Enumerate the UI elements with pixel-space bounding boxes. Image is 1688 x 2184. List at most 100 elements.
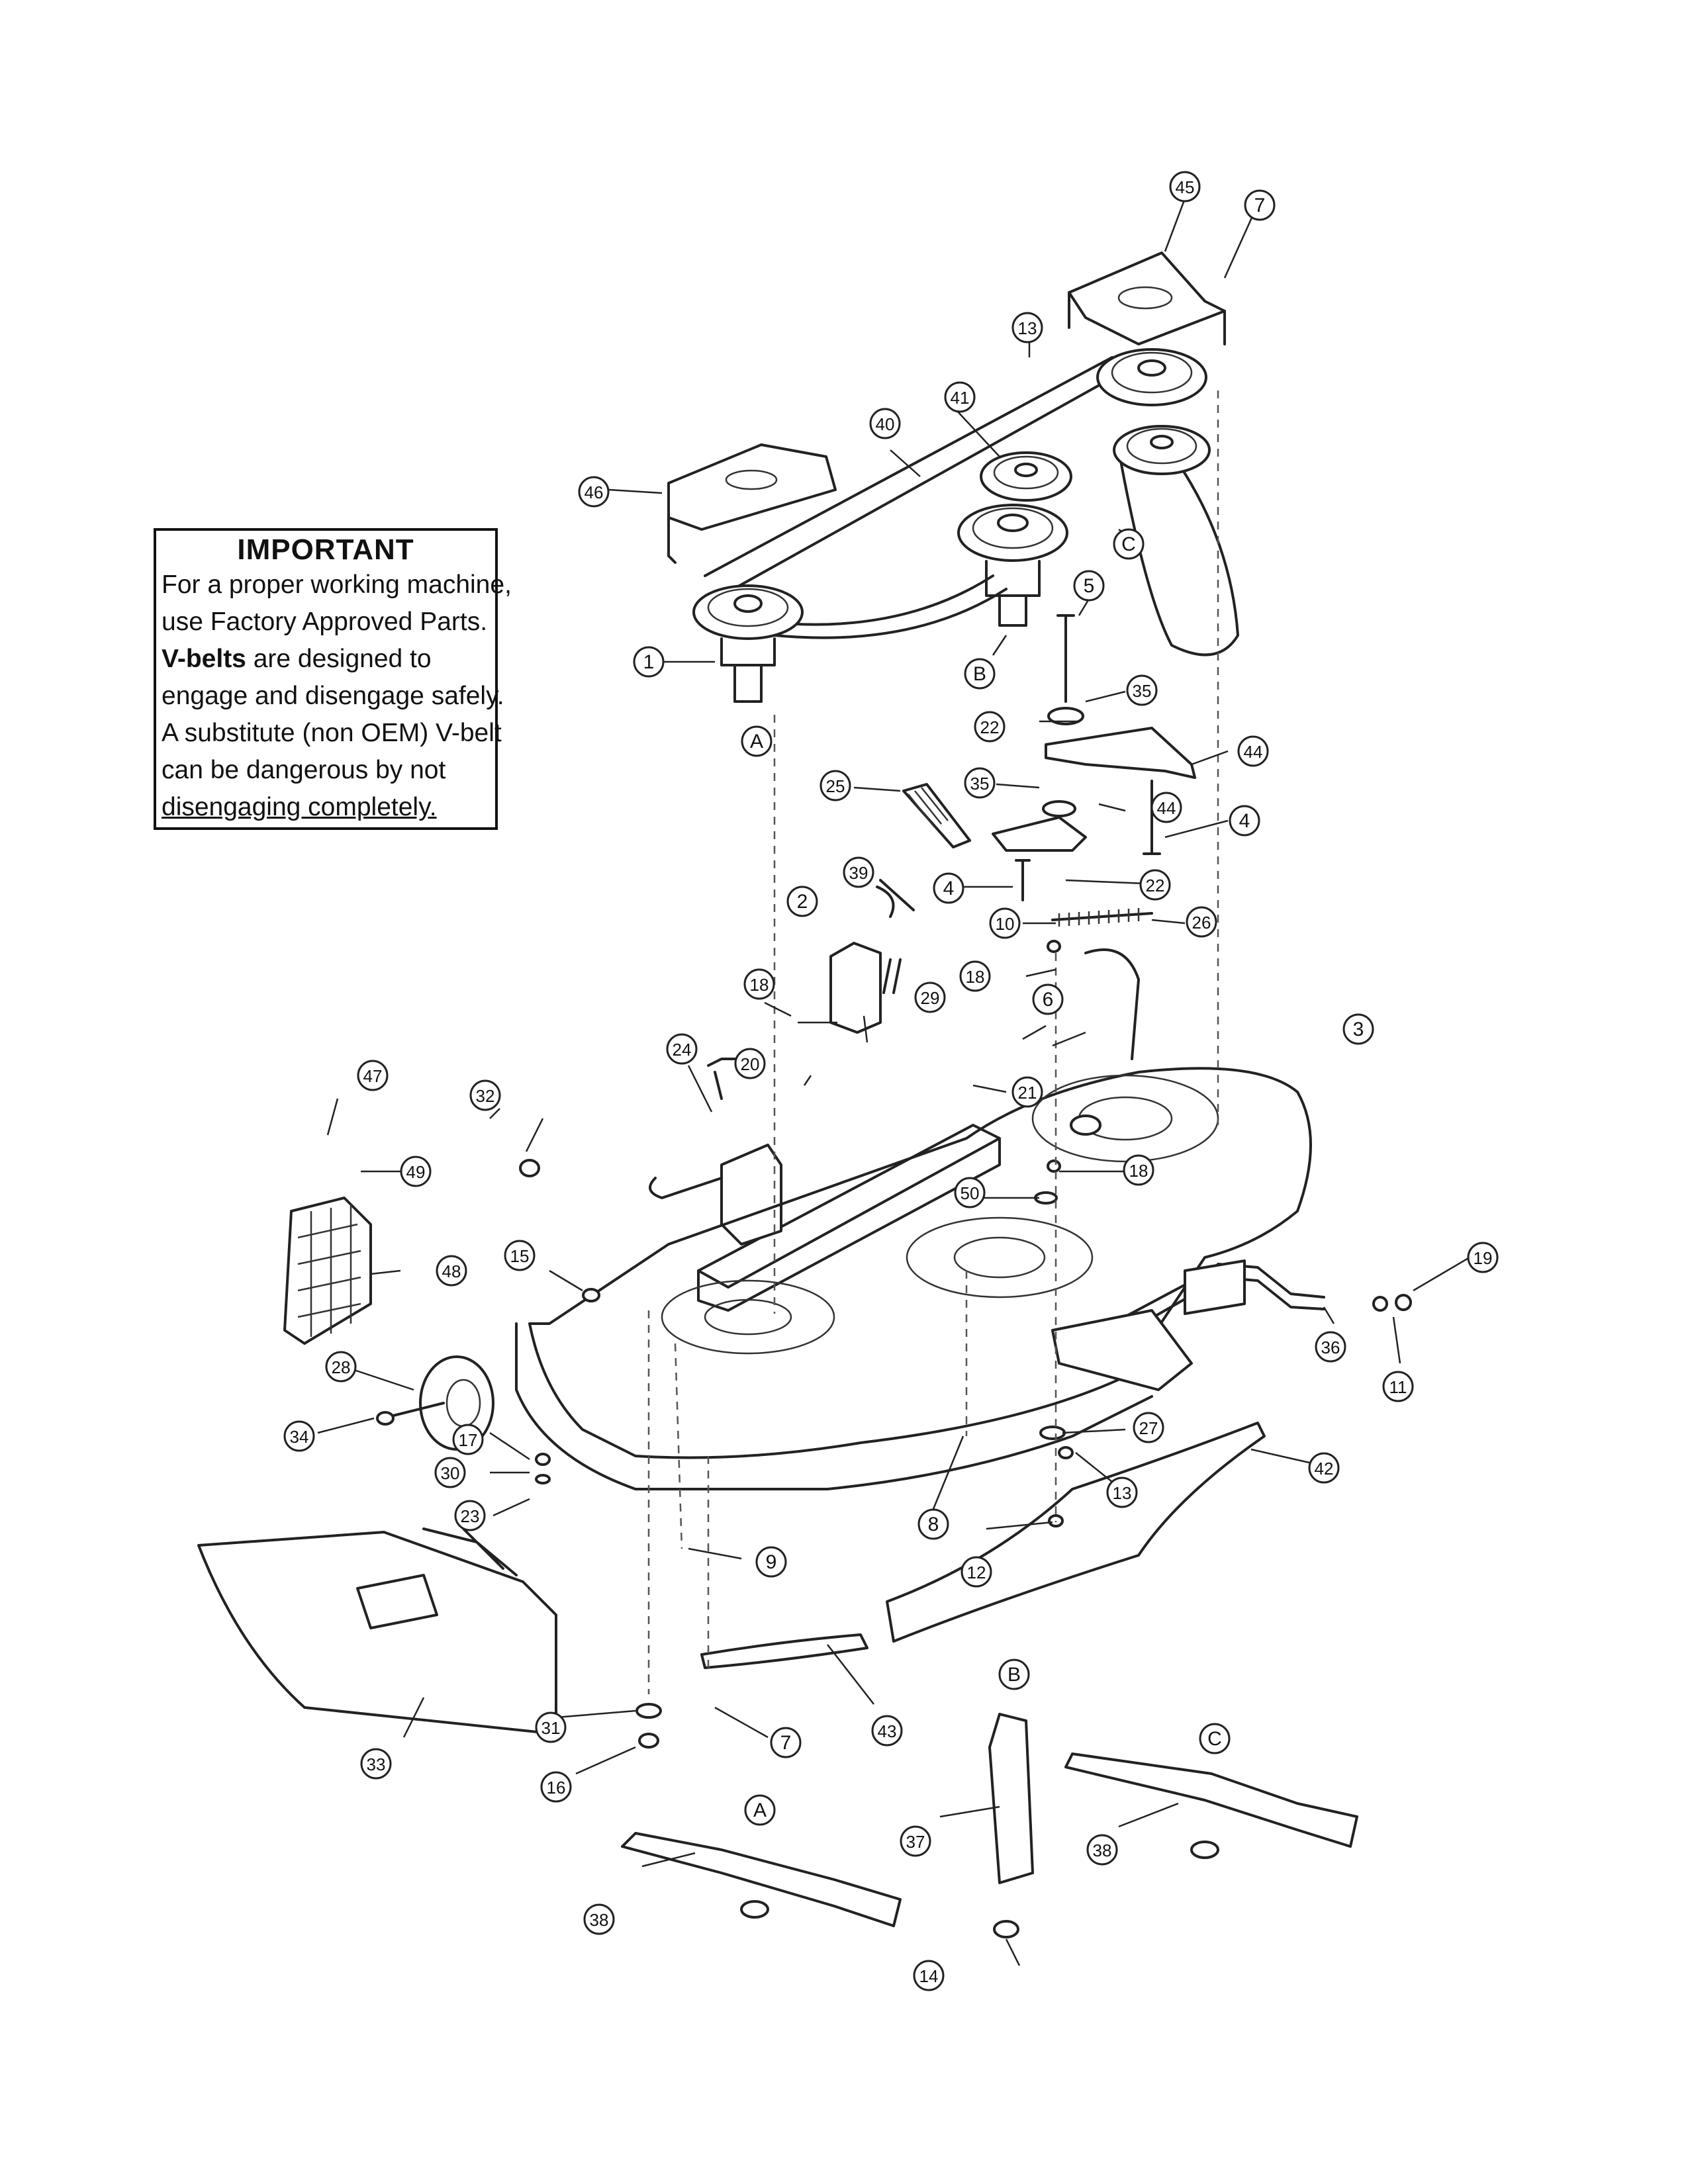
belt-cover-right [1068, 251, 1226, 345]
callout-circle [917, 1508, 949, 1540]
callout-cBb: B [998, 1659, 1030, 1690]
callout-circle [325, 1351, 357, 1383]
callout-label: 38 [590, 1910, 609, 1930]
callout-circle [933, 872, 964, 904]
callout-label: 49 [406, 1162, 426, 1182]
callout-c14: 14 [913, 1960, 945, 1991]
callout-circle [964, 658, 996, 690]
callout-circle [959, 960, 991, 992]
callout-circle [1113, 528, 1145, 560]
callout-label: 28 [332, 1357, 351, 1377]
callout-c10: 10 [989, 907, 1021, 939]
callout-label: 44 [1157, 798, 1176, 818]
callout-label: 4 [943, 878, 955, 899]
callout-circle [1150, 792, 1182, 823]
callout-circle [964, 767, 996, 799]
callout-label: 33 [367, 1754, 386, 1774]
callout-label: 5 [1084, 575, 1095, 597]
spindle-pulley-center [957, 504, 1068, 627]
callout-c44a: 44 [1237, 735, 1269, 767]
notice-vbelts: V-belts [162, 645, 246, 673]
callout-c48: 48 [436, 1255, 467, 1287]
callout-circle [786, 886, 818, 917]
callout-label: C [1121, 533, 1136, 555]
callout-c17: 17 [452, 1424, 484, 1455]
callout-circle [974, 711, 1006, 743]
callout-label: 12 [967, 1563, 986, 1582]
callout-label: 48 [442, 1261, 461, 1281]
callout-c22b: 22 [1139, 869, 1171, 901]
callout-circle [1123, 1154, 1154, 1186]
callout-c18c: 18 [1123, 1154, 1154, 1186]
callout-label: 18 [966, 967, 985, 987]
callout-circle [578, 476, 610, 508]
callout-c7b: 7 [770, 1727, 802, 1758]
callout-label: 2 [797, 891, 808, 913]
callout-c38a: 38 [1086, 1834, 1118, 1866]
callout-c2: 2 [786, 886, 818, 917]
notice-line-7: disengaging completely. [162, 793, 437, 821]
callout-circle [633, 646, 665, 678]
callout-label: A [750, 731, 763, 752]
callout-label: 6 [1043, 989, 1054, 1011]
callout-c20: 20 [734, 1048, 766, 1079]
callout-c22a: 22 [974, 711, 1006, 743]
callout-c13a: 13 [1011, 312, 1043, 343]
callout-circle [400, 1156, 432, 1187]
callout-label: 41 [951, 388, 970, 408]
callout-circle [360, 1748, 392, 1780]
callout-circle [504, 1240, 536, 1271]
callout-c8: 8 [917, 1508, 949, 1540]
callout-label: 24 [673, 1040, 692, 1060]
callout-circle [1133, 1412, 1164, 1443]
callout-label: 18 [1129, 1161, 1149, 1181]
notice-line-3-rest: are designed to [246, 645, 432, 673]
callout-circle [666, 1033, 698, 1065]
callout-label: 16 [547, 1778, 566, 1797]
callout-c36: 36 [1315, 1331, 1346, 1363]
idler-pulley-right [1096, 348, 1207, 406]
callout-circle [357, 1060, 389, 1091]
idler-spring [902, 783, 971, 848]
blade-c [1064, 1752, 1358, 1859]
callout-label: 38 [1093, 1841, 1112, 1860]
spindle-pulley-left [692, 584, 804, 703]
callout-c28: 28 [325, 1351, 357, 1383]
callout-label: 13 [1018, 318, 1037, 338]
callout-label: 37 [906, 1832, 925, 1852]
important-notice: IMPORTANT For a proper working machine, … [154, 528, 512, 830]
callout-label: 35 [970, 774, 990, 794]
callout-label: 20 [741, 1054, 760, 1074]
callout-label: 40 [876, 414, 895, 434]
callout-circle [1186, 906, 1217, 938]
callout-circle [1086, 1834, 1118, 1866]
callout-cAa: A [741, 725, 773, 757]
callout-label: 17 [459, 1430, 478, 1450]
callout-c42: 42 [1308, 1452, 1340, 1484]
callout-circle [871, 1715, 903, 1747]
callout-circle [434, 1457, 466, 1488]
callout-label: 13 [1113, 1483, 1132, 1503]
callout-c50: 50 [954, 1177, 986, 1208]
callout-label: 30 [441, 1463, 460, 1483]
callout-c19: 19 [1467, 1242, 1499, 1273]
callout-label: 22 [1146, 876, 1165, 895]
callout-circle [469, 1079, 501, 1111]
callout-label: 43 [878, 1721, 897, 1741]
leader-lines [317, 198, 1470, 1966]
callout-circle [1106, 1477, 1138, 1508]
callout-label: B [1008, 1664, 1021, 1686]
callout-c6: 6 [1032, 983, 1064, 1015]
callout-c13b: 13 [1106, 1477, 1138, 1508]
callout-circle [770, 1727, 802, 1758]
callout-circle [989, 907, 1021, 939]
discharge-chute [197, 1527, 557, 1735]
callout-circle [1139, 869, 1171, 901]
callout-cCb: C [1199, 1723, 1231, 1754]
callout-label: C [1207, 1728, 1222, 1750]
callout-label: 4 [1239, 810, 1250, 832]
belt-cover-left [667, 443, 837, 564]
callout-circle [436, 1255, 467, 1287]
callout-c32: 32 [469, 1079, 501, 1111]
callout-c23: 23 [454, 1500, 486, 1531]
